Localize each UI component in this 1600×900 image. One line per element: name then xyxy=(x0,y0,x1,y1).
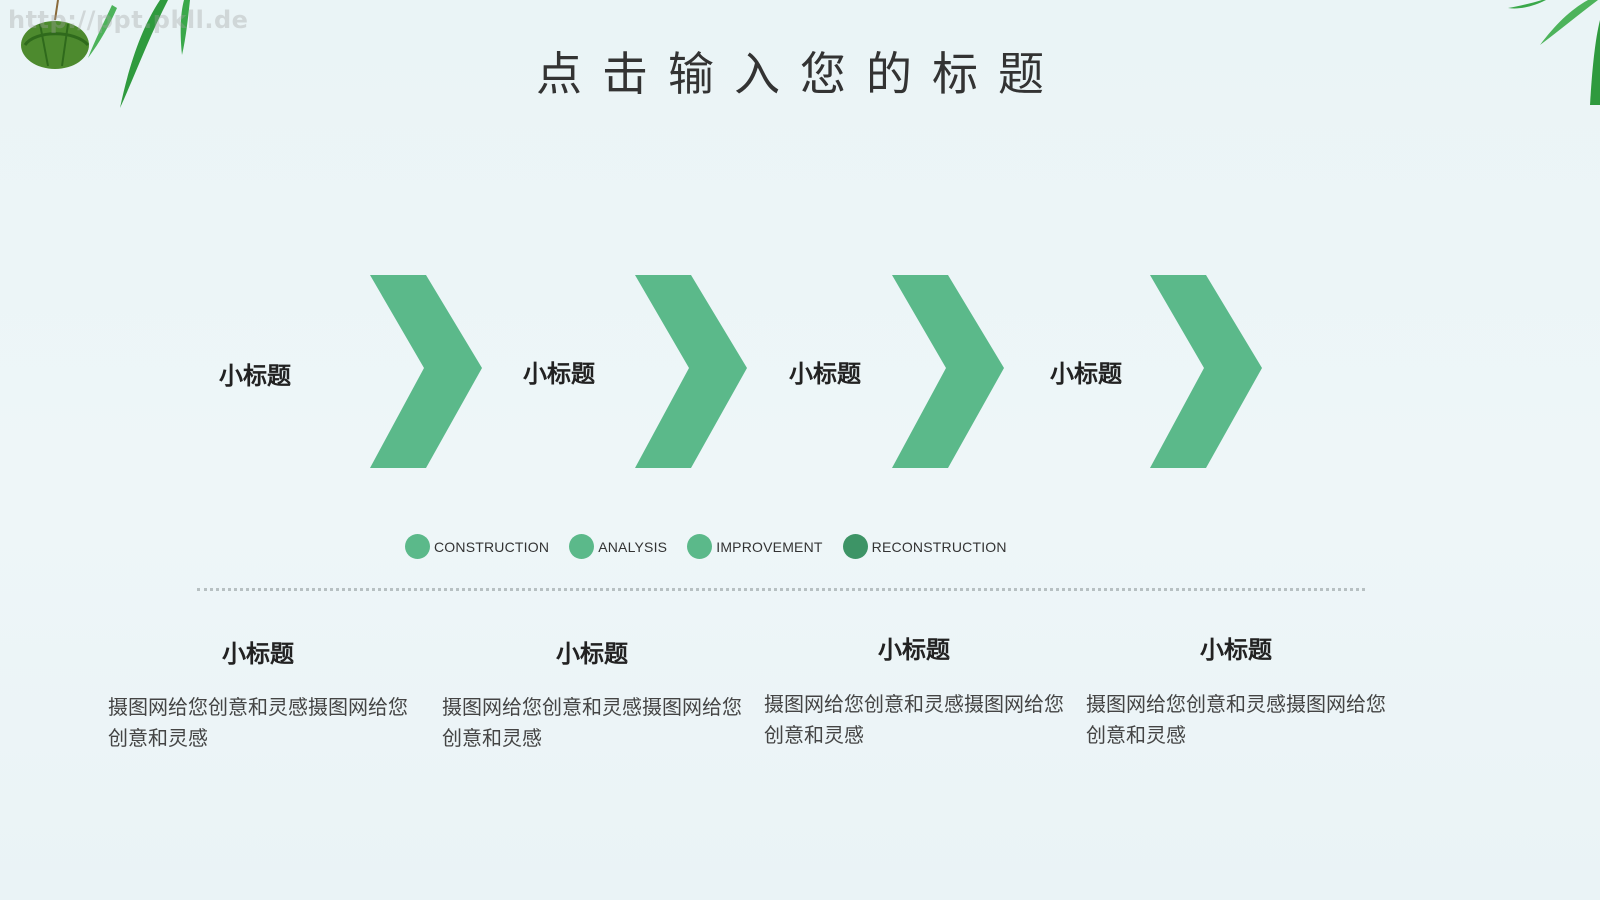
column-heading-4[interactable]: 小标题 xyxy=(1200,636,1272,664)
chevron-arrow-4 xyxy=(1150,275,1262,468)
dotted-divider xyxy=(197,588,1365,591)
bamboo-leaf xyxy=(180,0,190,55)
bamboo-leaf xyxy=(1540,0,1598,45)
zongzi-stripe xyxy=(23,32,90,47)
bamboo-leaves-decoration xyxy=(1508,0,1600,105)
zongzi-stripe xyxy=(39,23,49,67)
zongzi-string xyxy=(54,0,59,21)
slide-title[interactable]: 点击输入您的标题 xyxy=(536,47,1064,101)
zongzi-icon xyxy=(21,21,89,69)
legend: CONSTRUCTION ANALYSIS IMPROVEMENT RECONS… xyxy=(405,534,1027,559)
process-chevrons xyxy=(370,275,1262,468)
chevron-arrow-2 xyxy=(635,275,747,468)
column-body-4[interactable]: 摄图网给您创意和灵感摄图网给您创意和灵感 xyxy=(1086,692,1386,747)
column-body-1[interactable]: 摄图网给您创意和灵感摄图网给您创意和灵感 xyxy=(108,695,408,750)
bamboo-leaf xyxy=(88,5,117,58)
watermark: http://ppt.pkll.de xyxy=(8,6,249,34)
legend-item-construction: CONSTRUCTION xyxy=(405,534,549,559)
zongzi-bamboo-decoration xyxy=(21,0,190,108)
legend-item-analysis: ANALYSIS xyxy=(569,534,667,559)
legend-label: IMPROVEMENT xyxy=(716,538,823,555)
legend-dot xyxy=(842,534,868,559)
legend-item-reconstruction: RECONSTRUCTION xyxy=(842,534,1007,559)
bamboo-leaf xyxy=(1508,0,1546,9)
step-label-1[interactable]: 小标题 xyxy=(219,362,291,390)
bamboo-leaf xyxy=(120,0,168,108)
column-heading-1[interactable]: 小标题 xyxy=(222,640,294,668)
zongzi-stripe xyxy=(61,23,69,67)
column-body-2[interactable]: 摄图网给您创意和灵感摄图网给您创意和灵感 xyxy=(442,695,742,750)
step-label-3[interactable]: 小标题 xyxy=(789,360,861,388)
legend-item-improvement: IMPROVEMENT xyxy=(687,534,822,559)
column-heading-2[interactable]: 小标题 xyxy=(556,640,628,668)
column-heading-3[interactable]: 小标题 xyxy=(878,636,950,664)
chevron-arrow-1 xyxy=(370,275,482,468)
step-label-2[interactable]: 小标题 xyxy=(523,360,595,388)
column-body-3[interactable]: 摄图网给您创意和灵感摄图网给您创意和灵感 xyxy=(764,692,1064,747)
legend-label: RECONSTRUCTION xyxy=(871,538,1007,555)
legend-label: CONSTRUCTION xyxy=(434,538,550,555)
legend-dot xyxy=(569,534,595,559)
legend-dot xyxy=(687,534,713,559)
chevron-arrow-3 xyxy=(892,275,1004,468)
bamboo-leaf xyxy=(1590,20,1600,105)
legend-label: ANALYSIS xyxy=(598,538,668,555)
legend-dot xyxy=(405,534,430,559)
step-label-4[interactable]: 小标题 xyxy=(1050,360,1122,388)
